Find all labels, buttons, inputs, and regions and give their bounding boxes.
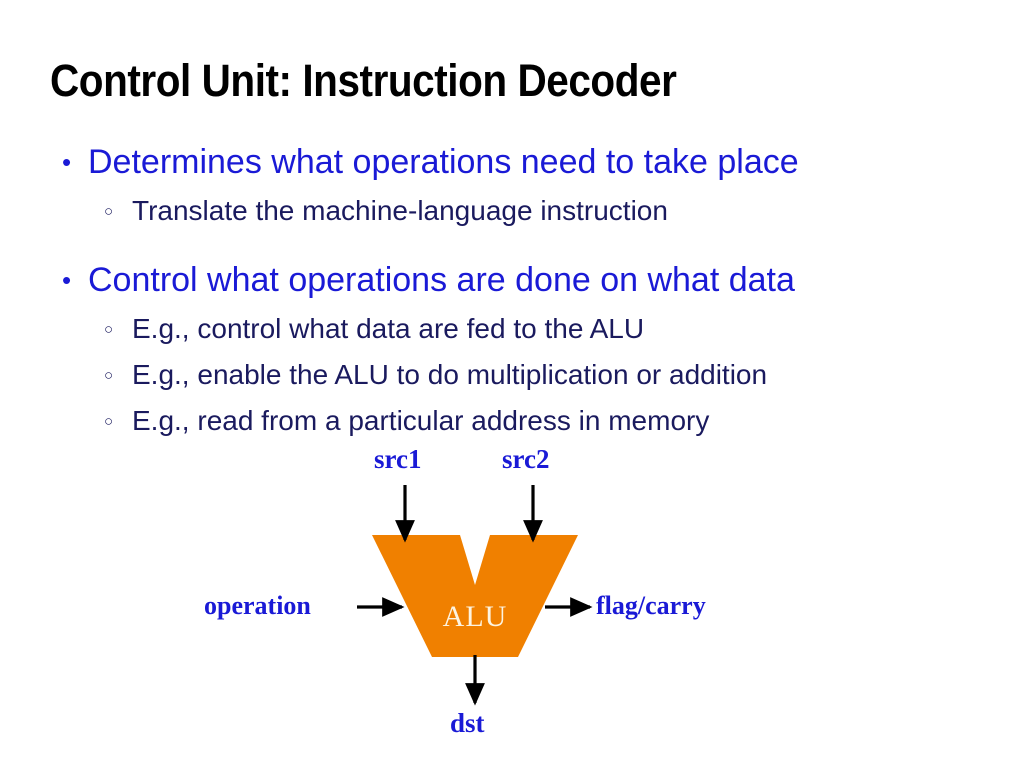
bullet-level1-label: Control what operations are done on what… bbox=[88, 261, 795, 299]
flag-carry-label: flag/carry bbox=[596, 591, 706, 620]
bullet-level2: ○ E.g., read from a particular address i… bbox=[56, 398, 996, 443]
alu-shape bbox=[372, 535, 578, 657]
bullet-dot-icon: • bbox=[62, 265, 72, 295]
bullet-level2-label: E.g., read from a particular address in … bbox=[132, 405, 710, 436]
bullet-level1-label: Determines what operations need to take … bbox=[88, 143, 799, 181]
bullet-group-1: • Determines what operations need to tak… bbox=[56, 140, 996, 233]
bullet-dot-icon: • bbox=[62, 147, 72, 177]
bullet-level1: • Control what operations are done on wh… bbox=[56, 258, 996, 302]
bullet-circle-icon: ○ bbox=[104, 321, 114, 338]
bullet-level2-label: E.g., control what data are fed to the A… bbox=[132, 313, 645, 344]
bullet-circle-icon: ○ bbox=[104, 203, 114, 220]
bullet-group-2: • Control what operations are done on wh… bbox=[56, 258, 996, 443]
page-title: Control Unit: Instruction Decoder bbox=[50, 55, 677, 106]
bullet-level2-label: Translate the machine-language instructi… bbox=[132, 195, 668, 226]
bullet-level2: ○ E.g., control what data are fed to the… bbox=[56, 306, 996, 351]
src1-label: src1 bbox=[374, 444, 422, 474]
bullet-level2: ○ E.g., enable the ALU to do multiplicat… bbox=[56, 352, 996, 397]
dst-label: dst bbox=[450, 708, 485, 738]
bullet-level2-label: E.g., enable the ALU to do multiplicatio… bbox=[132, 359, 768, 390]
slide-body: • Determines what operations need to tak… bbox=[56, 140, 996, 444]
bullet-level1: • Determines what operations need to tak… bbox=[56, 140, 996, 184]
alu-label: ALU bbox=[443, 600, 508, 633]
operation-label: operation bbox=[204, 591, 311, 620]
src2-label: src2 bbox=[502, 444, 550, 474]
bullet-level2: ○ Translate the machine-language instruc… bbox=[56, 188, 996, 233]
bullet-circle-icon: ○ bbox=[104, 413, 114, 430]
bullet-circle-icon: ○ bbox=[104, 367, 114, 384]
